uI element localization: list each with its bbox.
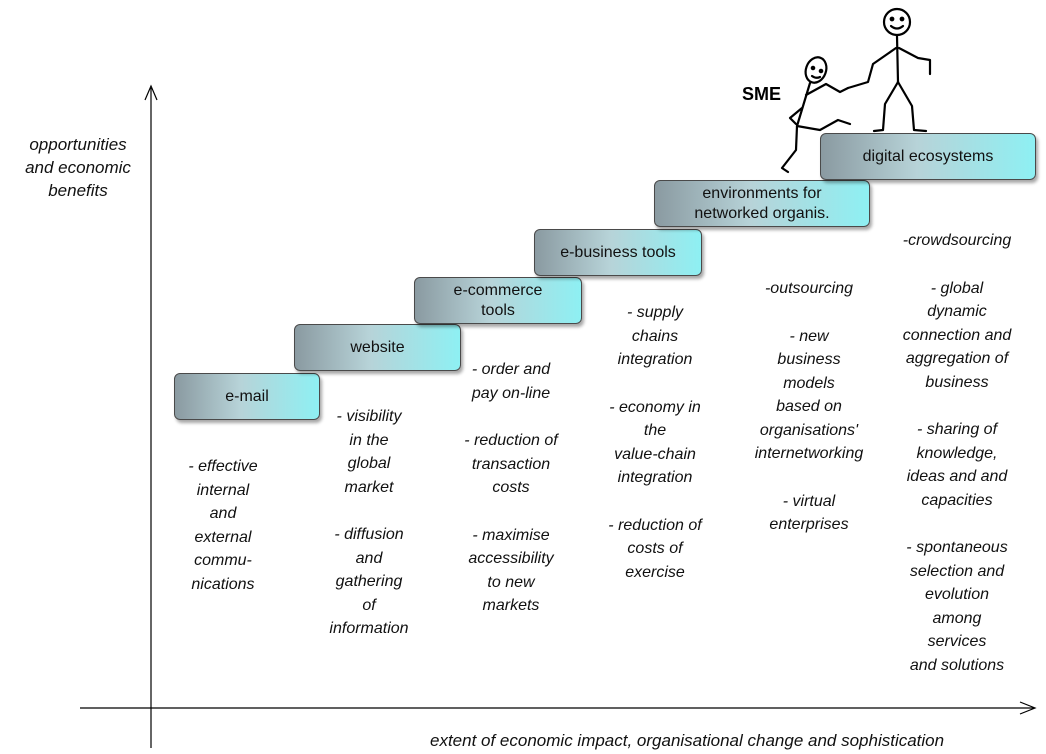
step-ecommerce-tools: e-commerce tools	[414, 277, 582, 324]
x-axis-label: extent of economic impact, organisationa…	[430, 731, 945, 750]
helper-stick-figure	[846, 7, 932, 133]
sme-label: SME	[742, 84, 782, 104]
bullet: -outsourcing	[764, 280, 854, 297]
step-networked-environments: environments for networked organis.	[654, 180, 870, 227]
step-email: e-mail	[174, 373, 320, 420]
bullet: - new business models based on organisat…	[754, 327, 864, 463]
bullet: - effective internal and external commu-…	[188, 458, 258, 593]
column-ecommerce: - order and pay on-line - reduction of t…	[440, 358, 582, 642]
step-ebusiness-tools: e-business tools	[534, 229, 702, 276]
sme-stick-figure	[780, 56, 852, 174]
bullet: - sharing of knowledge, ideas and and ca…	[906, 421, 1008, 509]
column-website: - visibility in the global market - diff…	[295, 405, 443, 665]
y-axis-arrowhead	[144, 84, 158, 101]
bullet: - reduction of transaction costs	[464, 432, 558, 496]
column-email: - effective internal and external commu-…	[155, 455, 291, 620]
bullet: -crowdsourcing	[902, 232, 1012, 249]
bullet: - visibility in the global market	[336, 408, 402, 496]
bullet: - spontaneous selection and evolution am…	[906, 539, 1008, 674]
column-ebusiness: - supply chains integration - economy in…	[585, 301, 725, 608]
bullet: - virtual enterprises	[769, 492, 849, 534]
column-digital-ecosystems: -crowdsourcing - global dynamic connecti…	[878, 229, 1036, 701]
y-axis-label: opportunities and economic benefits	[25, 135, 131, 200]
bullet: - global dynamic connection and aggregat…	[902, 279, 1012, 391]
bullet: - supply chains integration	[617, 304, 693, 368]
bullet: - order and pay on-line	[471, 361, 551, 402]
step-website: website	[294, 324, 461, 371]
bullet: - diffusion and gathering of information	[329, 526, 409, 637]
bullet: - reduction of costs of exercise	[608, 516, 702, 581]
step-digital-ecosystems: digital ecosystems	[820, 133, 1036, 180]
x-axis-arrowhead	[1019, 701, 1037, 715]
bullet: - maximise accessibility to new markets	[468, 526, 554, 615]
bullet: - economy in the value-chain integration	[609, 398, 701, 487]
column-networked: -outsourcing - new business models based…	[735, 277, 883, 561]
